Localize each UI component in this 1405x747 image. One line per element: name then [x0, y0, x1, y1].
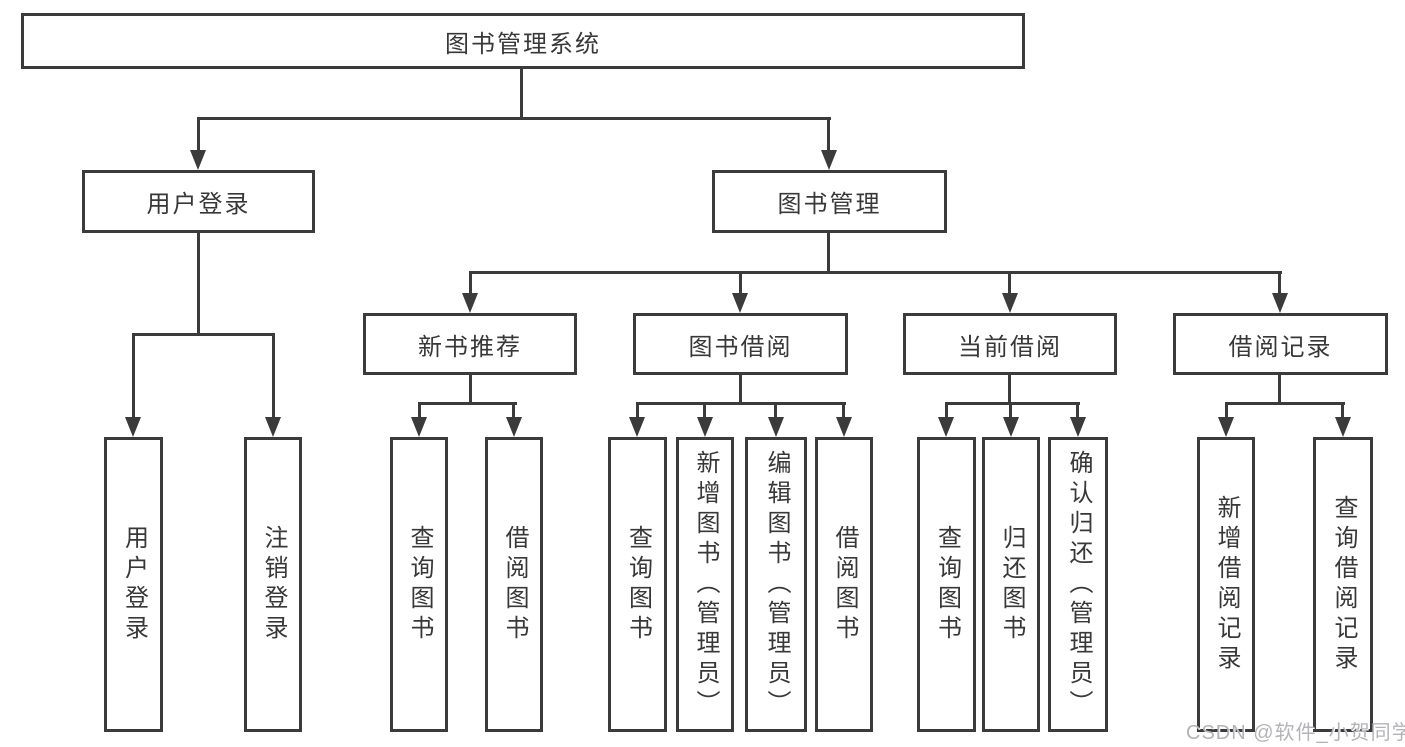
leaf-query-books-recommend: 查询图书: [390, 437, 448, 732]
node-borrowing-records: 借阅记录: [1173, 313, 1388, 375]
connector-line: [739, 271, 742, 296]
leaf-query-borrow-record: 查询借阅记录: [1313, 437, 1373, 732]
arrow-down-icon: [411, 417, 427, 437]
leaf-confirm-return-admin: 确认归还（管理员）: [1048, 437, 1108, 732]
arrow-down-icon: [697, 417, 713, 437]
connector-line: [197, 117, 831, 120]
arrow-down-icon: [629, 417, 645, 437]
node-label: 图书管理: [777, 191, 882, 218]
node-book-management: 图书管理: [712, 170, 947, 233]
node-label: 当前借阅: [958, 333, 1062, 361]
leaf-label: 注销登录: [260, 524, 287, 645]
node-user-login: 用户登录: [82, 170, 315, 233]
leaf-label: 新增借阅记录: [1213, 494, 1240, 675]
connector-line: [418, 402, 517, 405]
node-new-book-recommendation: 新书推荐: [363, 313, 577, 375]
leaf-label: 借阅图书: [831, 524, 858, 645]
leaf-label: 借阅图书: [501, 524, 528, 645]
leaf-label: 新增图书（管理员）: [692, 449, 719, 720]
connector-line: [197, 117, 200, 153]
arrow-down-icon: [1070, 417, 1086, 437]
leaf-label: 归还图书: [998, 524, 1025, 645]
leaf-label: 查询借阅记录: [1330, 494, 1357, 675]
leaf-add-borrow-record: 新增借阅记录: [1197, 437, 1255, 732]
arrow-down-icon: [1272, 293, 1288, 313]
connector-line: [272, 333, 275, 419]
connector-line: [512, 402, 515, 420]
arrow-down-icon: [1002, 293, 1018, 313]
node-label: 图书管理系统: [445, 30, 601, 58]
arrow-down-icon: [732, 293, 748, 313]
arrow-down-icon: [1335, 417, 1351, 437]
connector-line: [827, 233, 830, 274]
leaf-borrow-books-recommend: 借阅图书: [485, 437, 543, 732]
node-label: 新书推荐: [418, 333, 522, 361]
leaf-label: 查询图书: [624, 524, 652, 645]
connector-line: [739, 375, 742, 405]
leaf-add-books-admin: 新增图书（管理员）: [676, 437, 734, 732]
leaf-label: 查询图书: [933, 524, 961, 645]
node-label: 用户登录: [146, 191, 251, 218]
arrow-down-icon: [462, 293, 478, 313]
connector-line: [827, 117, 830, 153]
connector-line: [945, 402, 1080, 405]
leaf-return-books: 归还图书: [982, 437, 1040, 732]
connector-line: [945, 402, 948, 420]
arrow-down-icon: [938, 417, 954, 437]
connector-line: [418, 402, 421, 420]
arrow-down-icon: [836, 417, 852, 437]
connector-line: [469, 375, 472, 405]
arrow-down-icon: [1218, 417, 1234, 437]
connector-line: [1009, 402, 1012, 420]
connector-line: [1278, 375, 1281, 405]
connector-line: [1341, 402, 1344, 420]
csdn-watermark: CSDN @软件_小贺同学: [1186, 722, 1405, 744]
connector-line: [469, 271, 472, 296]
node-current-borrowing: 当前借阅: [903, 313, 1117, 375]
connector-line: [703, 402, 706, 420]
connector-line: [1008, 271, 1011, 296]
arrow-down-icon: [265, 417, 281, 437]
arrow-down-icon: [125, 417, 141, 437]
connector-line: [1225, 402, 1345, 405]
connector-line: [469, 271, 1282, 274]
connector-line: [774, 402, 777, 420]
connector-line: [132, 333, 275, 336]
node-label: 借阅记录: [1228, 333, 1333, 361]
arrow-down-icon: [768, 417, 784, 437]
node-book-borrowing: 图书借阅: [633, 313, 848, 375]
arrow-down-icon: [1003, 417, 1019, 437]
leaf-borrow-books: 借阅图书: [815, 437, 873, 732]
connector-line: [636, 402, 846, 405]
leaf-user-login: 用户登录: [104, 437, 163, 732]
leaf-label: 用户登录: [120, 524, 148, 645]
node-label: 图书借阅: [688, 333, 793, 361]
leaf-query-books-current: 查询图书: [917, 437, 976, 732]
connector-line: [520, 69, 523, 120]
connector-line: [1008, 375, 1011, 405]
arrow-down-icon: [190, 150, 206, 170]
leaf-logout: 注销登录: [244, 437, 302, 732]
arrow-down-icon: [506, 417, 522, 437]
leaf-label: 确认归还（管理员）: [1065, 449, 1092, 720]
connector-line: [132, 333, 135, 419]
leaf-query-books-borrowing: 查询图书: [608, 437, 667, 732]
leaf-edit-books-admin: 编辑图书（管理员）: [745, 437, 807, 732]
leaf-label: 编辑图书（管理员）: [763, 449, 790, 720]
connector-line: [1225, 402, 1228, 420]
connector-line: [1076, 402, 1079, 420]
arrow-down-icon: [821, 150, 837, 170]
connector-line: [1278, 271, 1281, 296]
connector-line: [197, 233, 200, 336]
connector-line: [636, 402, 639, 420]
leaf-label: 查询图书: [406, 524, 433, 645]
node-library-management-system: 图书管理系统: [21, 13, 1025, 69]
connector-line: [842, 402, 845, 420]
